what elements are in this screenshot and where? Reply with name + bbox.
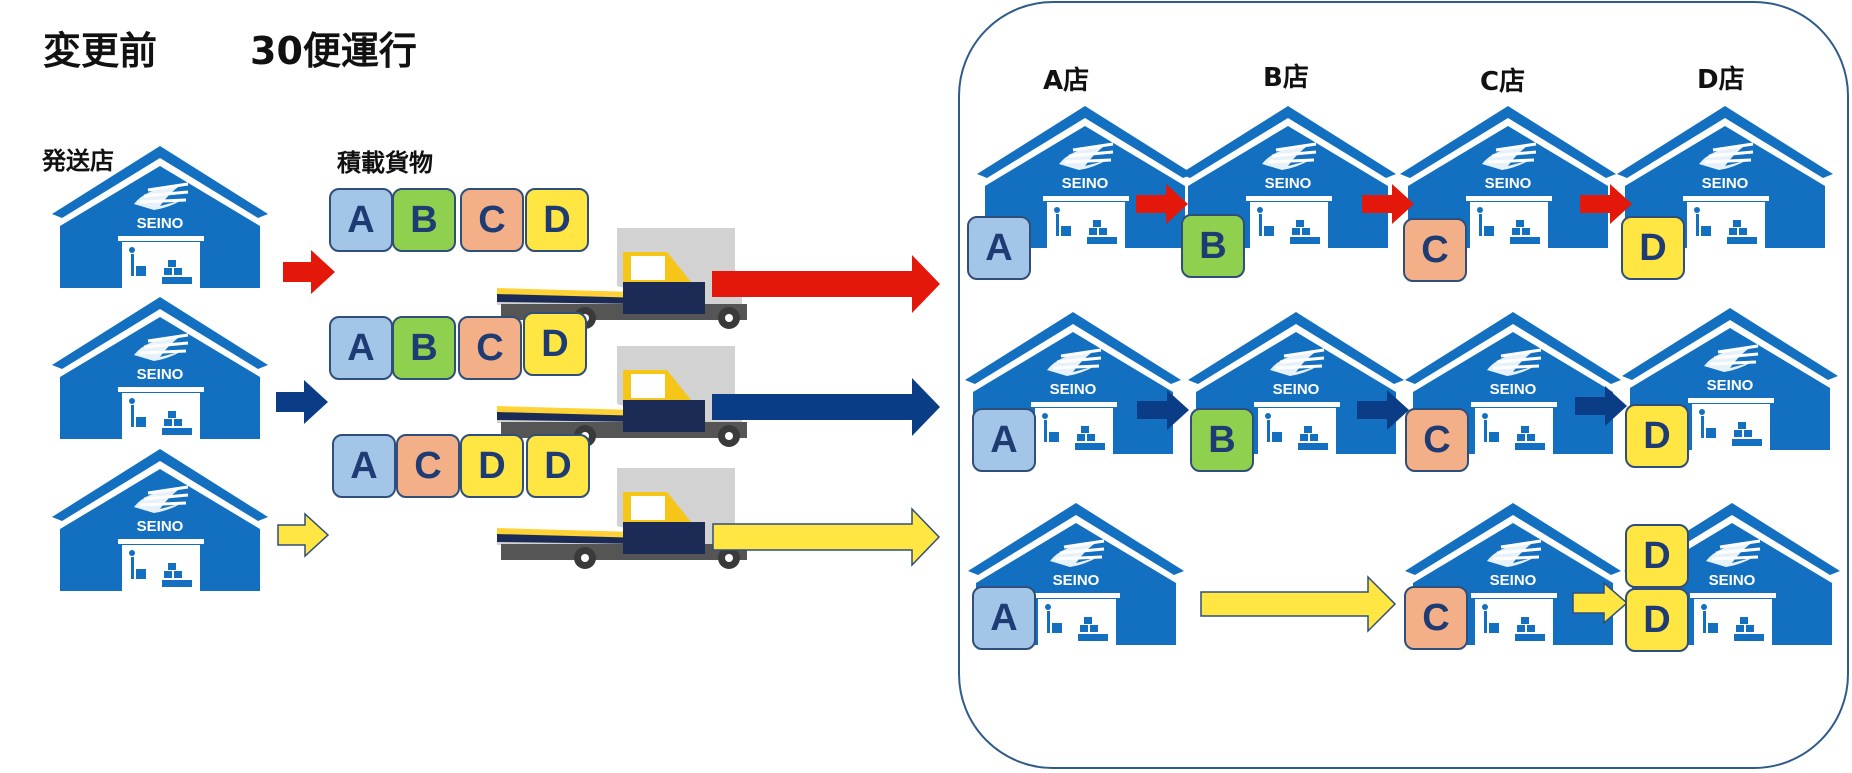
before-label: 変更前 <box>43 29 158 73</box>
svg-text:SEINO: SEINO <box>1702 175 1749 192</box>
store-warehouse-c: SEINO <box>1405 503 1621 647</box>
store-label-a: A店 <box>1043 66 1090 96</box>
arrow-navy-b-c <box>1357 390 1409 430</box>
origin-warehouse-1: SEINO <box>52 146 268 290</box>
warehouse-sign: SEINO <box>137 215 184 232</box>
arrow-red-short <box>283 250 335 294</box>
cargo-box-d: D <box>525 188 589 252</box>
store-label-c: C店 <box>1480 67 1526 97</box>
svg-text:SEINO: SEINO <box>1490 572 1537 589</box>
store-warehouse-d: SEINO <box>1622 308 1838 452</box>
delivered-box-d: D <box>1621 216 1685 280</box>
svg-text:SEINO: SEINO <box>1053 572 1100 589</box>
arrow-red-a-b <box>1136 184 1188 224</box>
cargo-box-c: C <box>458 316 522 380</box>
cargo-box-b: B <box>392 188 456 252</box>
svg-text:SEINO: SEINO <box>1050 381 1097 398</box>
origin-label: 発送店 <box>42 147 114 175</box>
cargo-box-b: B <box>392 316 456 380</box>
warehouse-sign: SEINO <box>137 518 184 535</box>
cargo-box-d: D <box>526 434 590 498</box>
store-warehouse-c: SEINO <box>1405 312 1621 456</box>
delivered-box-b: B <box>1181 214 1245 278</box>
cargo-box-c: C <box>460 188 524 252</box>
svg-text:SEINO: SEINO <box>1485 175 1532 192</box>
svg-text:SEINO: SEINO <box>1709 572 1756 589</box>
delivered-box-d: D <box>1625 524 1689 588</box>
delivered-box-c: C <box>1403 218 1467 282</box>
store-warehouse-d: SEINO <box>1624 503 1840 647</box>
store-warehouse-a: SEINO <box>968 503 1184 647</box>
svg-text:SEINO: SEINO <box>1707 377 1754 394</box>
delivered-box-a: A <box>967 216 1031 280</box>
cargo-box-d: D <box>523 312 587 376</box>
delivered-box-a: A <box>972 586 1036 650</box>
delivered-box-b: B <box>1190 408 1254 472</box>
arrow-yellow-long <box>712 507 941 567</box>
svg-text:SEINO: SEINO <box>1062 175 1109 192</box>
delivered-box-c: C <box>1405 408 1469 472</box>
arrow-navy-a-b <box>1137 390 1189 430</box>
warehouse-sign: SEINO <box>137 366 184 383</box>
delivered-box-a: A <box>972 408 1036 472</box>
arrow-yellow-short <box>277 512 330 558</box>
arrow-navy-long <box>712 378 940 436</box>
store-warehouse-d: SEINO <box>1617 106 1833 250</box>
arrow-yellow-c-d <box>1572 581 1629 625</box>
arrow-red-c-d <box>1580 184 1632 224</box>
delivered-box-d: D <box>1625 404 1689 468</box>
flights-label: 30便運行 <box>250 29 417 73</box>
cargo-box-a: A <box>329 316 393 380</box>
delivery-panel <box>958 1 1849 769</box>
svg-text:SEINO: SEINO <box>1265 175 1312 192</box>
store-label-b: B店 <box>1263 63 1309 93</box>
origin-warehouse-3: SEINO <box>52 449 268 593</box>
arrow-red-long <box>712 255 940 313</box>
svg-text:SEINO: SEINO <box>1273 381 1320 398</box>
arrow-red-b-c <box>1362 184 1414 224</box>
store-label-d: D店 <box>1697 65 1745 95</box>
cargo-box-d: D <box>460 434 524 498</box>
delivered-box-c: C <box>1404 586 1468 650</box>
cargo-box-a: A <box>332 434 396 498</box>
origin-warehouse-2: SEINO <box>52 297 268 441</box>
store-warehouse-b: SEINO <box>1180 106 1396 250</box>
cargo-label: 積載貨物 <box>337 149 433 177</box>
store-warehouse-a: SEINO <box>977 106 1193 250</box>
cargo-box-c: C <box>396 434 460 498</box>
delivered-box-d: D <box>1625 588 1689 652</box>
arrow-navy-c-d <box>1575 386 1627 426</box>
cargo-box-a: A <box>329 188 393 252</box>
arrow-yellow-a-c <box>1200 575 1397 633</box>
svg-text:SEINO: SEINO <box>1490 381 1537 398</box>
store-warehouse-c: SEINO <box>1400 106 1616 250</box>
store-warehouse-b: SEINO <box>1188 312 1404 456</box>
arrow-navy-short <box>276 380 328 424</box>
store-warehouse-a: SEINO <box>965 312 1181 456</box>
